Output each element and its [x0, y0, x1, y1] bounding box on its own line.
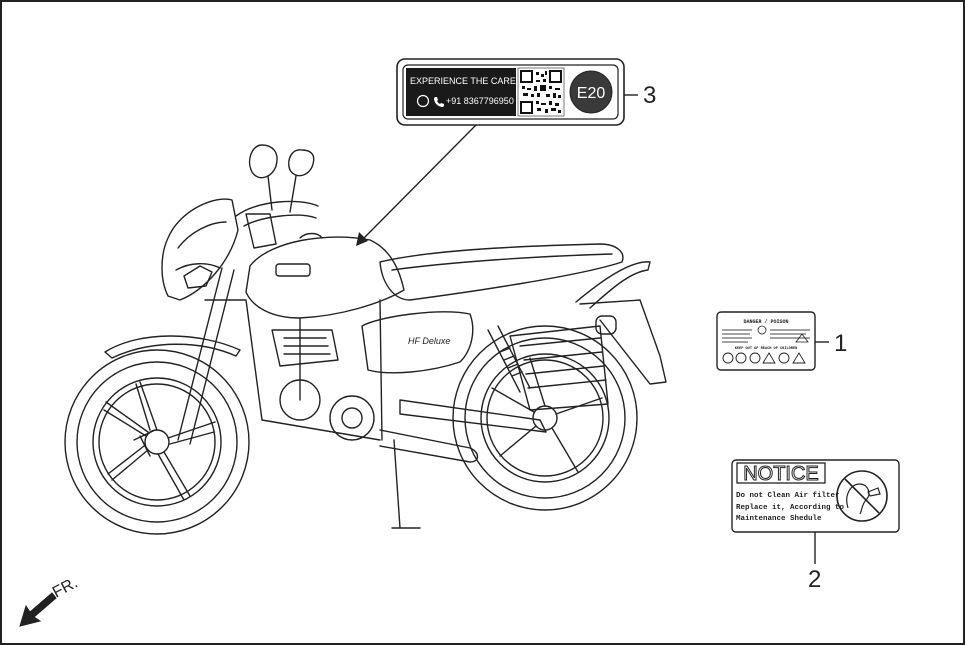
tail-lamp	[595, 315, 617, 335]
e20-badge-text: E20	[577, 85, 606, 102]
rear-shock	[487, 325, 531, 393]
callout-1-number: 1	[834, 330, 847, 357]
notice-line1: Do not Clean Air filter	[736, 492, 840, 500]
label-3-line1: EXPERIENCE THE CARE	[410, 76, 516, 86]
left-mirror	[248, 144, 278, 211]
whatsapp-icon	[416, 94, 430, 108]
label-1-heading: DANGER / POISON	[743, 319, 788, 325]
headlamp	[183, 265, 213, 289]
qr-code	[517, 67, 565, 117]
no-smoking-icon	[722, 352, 734, 364]
no-air-blow-icon	[836, 470, 888, 522]
label-3-arrowhead	[356, 232, 368, 246]
notice-line2: Replace it, According to	[736, 504, 845, 512]
notice-title-box	[736, 462, 826, 484]
grab-rail	[575, 261, 651, 309]
svg-text:HF Deluxe: HF Deluxe	[408, 336, 450, 346]
notice-line3: Maintenance Shedule	[736, 515, 822, 523]
label-3-sticker: EXPERIENCE THE CARE +91 8367796950	[396, 58, 625, 126]
arrow-down-left-icon	[19, 592, 57, 627]
notice-title: NOTICE	[743, 463, 819, 485]
side-panel	[361, 311, 474, 374]
seat	[379, 243, 624, 301]
explosive-icon	[762, 352, 776, 364]
no-fire-icon	[749, 352, 761, 364]
callout-2-number: 2	[808, 566, 821, 593]
label-3-dark-panel	[406, 68, 516, 116]
motorcycle: HF Deluxe	[64, 144, 667, 535]
tank-badge	[275, 263, 311, 277]
exhaust	[379, 429, 479, 463]
poison-icon	[757, 325, 767, 335]
engine-cylinder	[271, 329, 339, 367]
recycle-icon	[795, 333, 809, 343]
corrosive-icon	[792, 352, 806, 364]
front-fork	[177, 267, 246, 445]
rear-wheel	[452, 325, 638, 511]
label-3-phone: +91 8367796950	[446, 96, 514, 106]
callout-3-number: 3	[643, 82, 656, 109]
side-stand	[391, 439, 421, 529]
engine-cover	[279, 379, 321, 421]
e20-badge	[569, 70, 613, 114]
label-1-footer: KEEP OUT OF REACH OF CHILDREN	[735, 347, 798, 351]
clutch-cover	[329, 395, 375, 441]
rear-fender	[579, 299, 667, 385]
swing-arm	[399, 399, 547, 433]
label-1-sticker: DANGER / POISON KEEP OUT OF REACH OF CHI…	[716, 311, 816, 371]
brake-caliper	[133, 429, 156, 457]
handlebar	[235, 200, 319, 249]
frame	[245, 299, 383, 441]
front-wheel	[64, 349, 250, 535]
right-mirror	[288, 149, 315, 213]
manual-icon	[778, 352, 790, 364]
fuel-tank	[245, 236, 405, 319]
front-fender	[104, 335, 241, 359]
label-3-pointer	[361, 124, 477, 241]
headlamp-fairing	[161, 198, 239, 301]
label-2-sticker: NOTICE Do not Clean Air filter Replace i…	[731, 459, 900, 533]
eye-protection-icon	[735, 352, 747, 364]
phone-icon	[433, 97, 444, 108]
saree-guard	[509, 325, 609, 411]
